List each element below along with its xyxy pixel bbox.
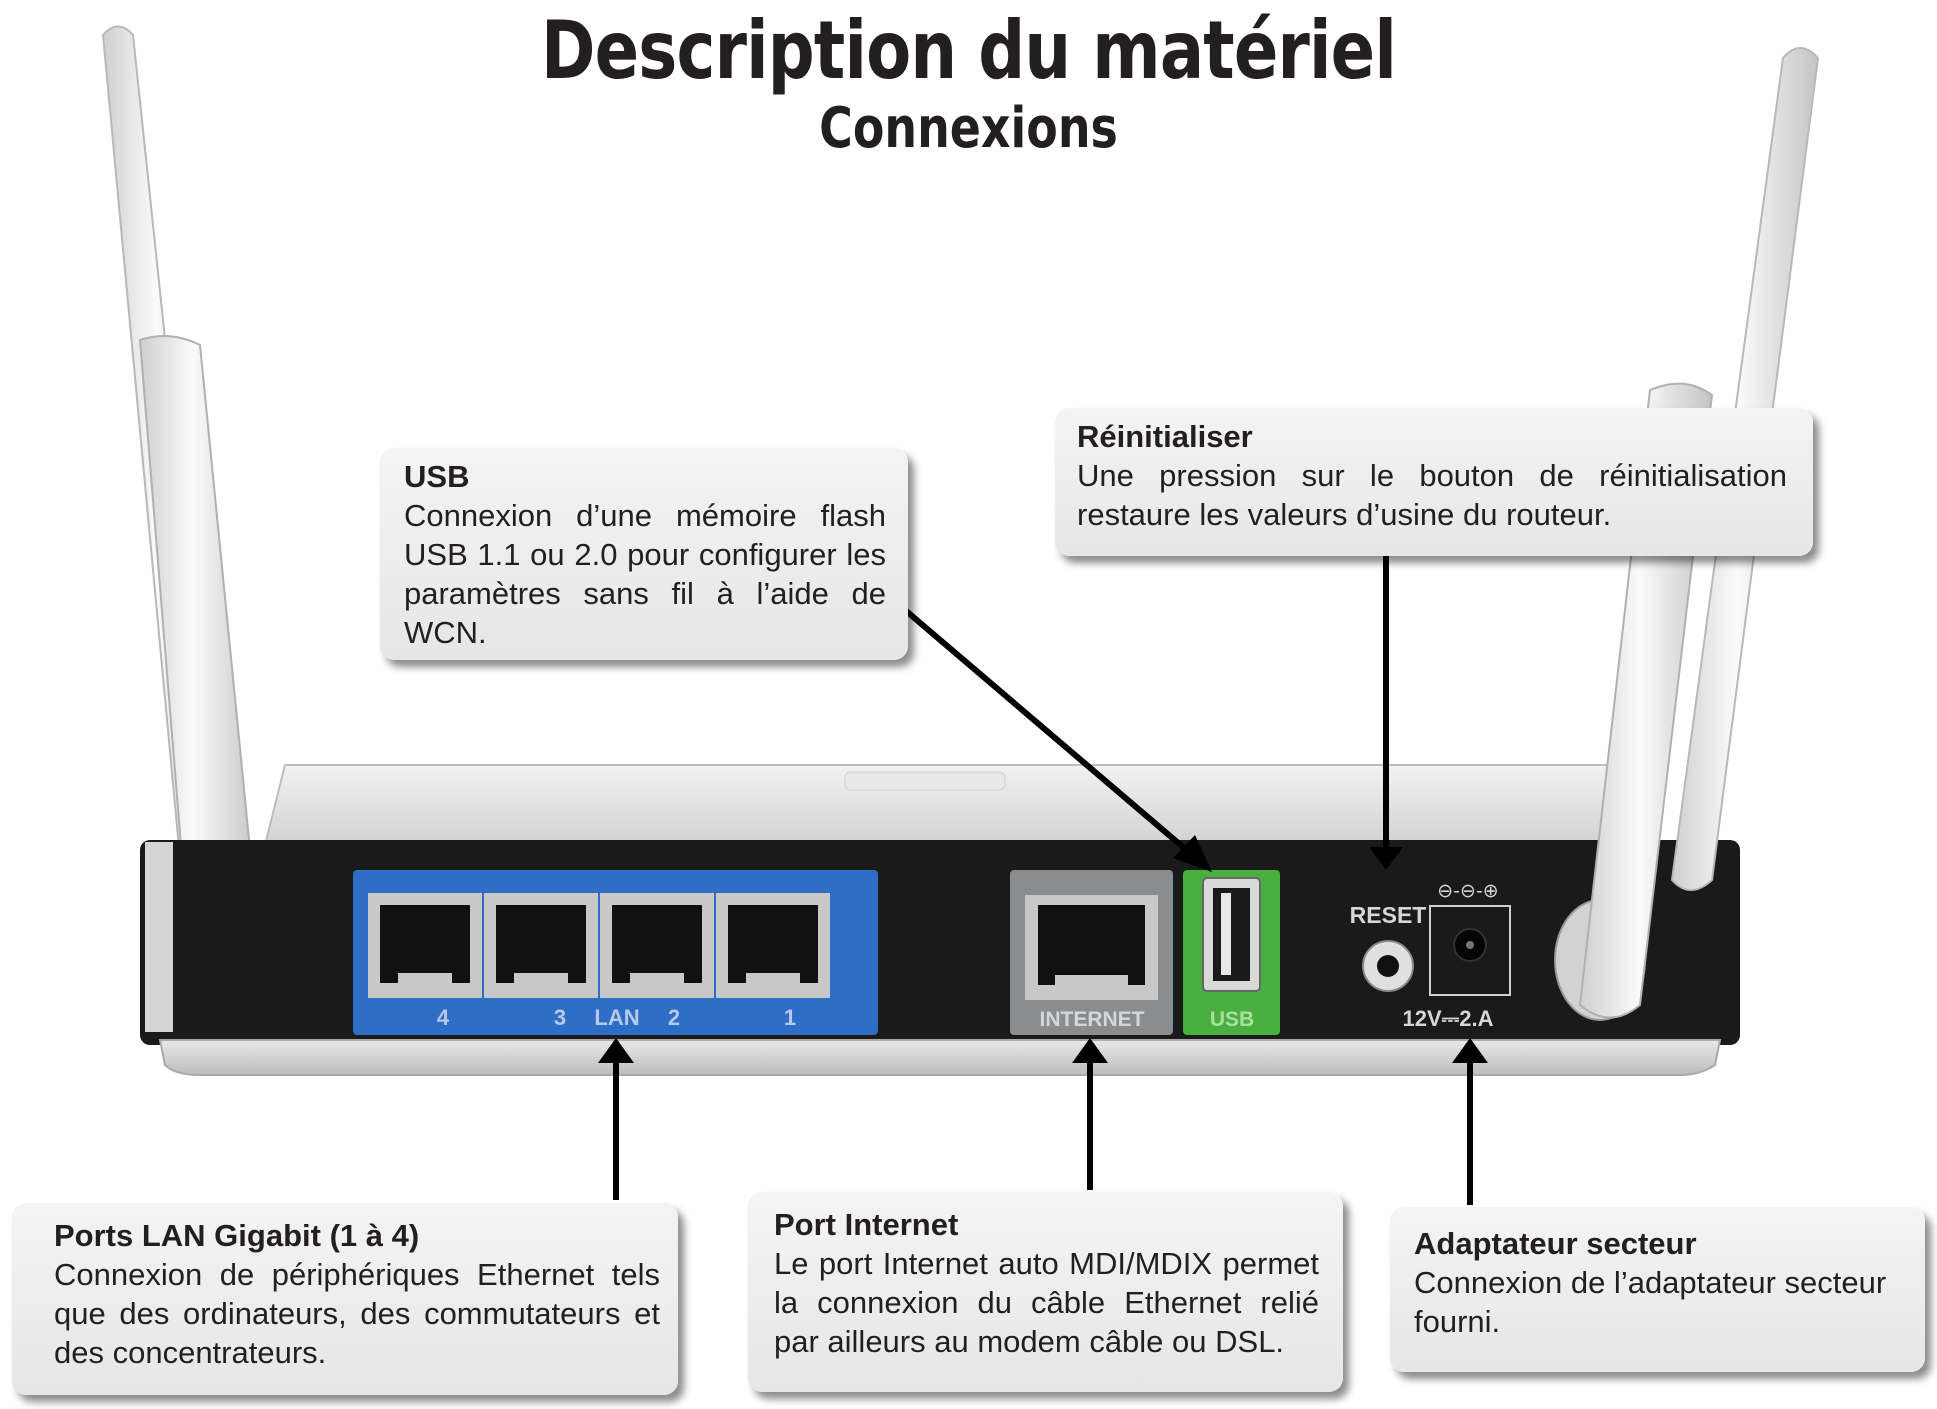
power-callout: Adaptateur secteur Connexion de l’adapta… xyxy=(1390,1207,1925,1372)
lan-port-label-1: 1 xyxy=(784,1005,796,1030)
chassis-base xyxy=(158,1039,1722,1076)
lan-port-label-4: 4 xyxy=(437,1005,450,1030)
arrowheads xyxy=(598,835,1488,1063)
lan-callout-title: Ports LAN Gigabit (1 à 4) xyxy=(54,1218,420,1253)
internet-panel xyxy=(1010,870,1173,1035)
usb-port-label: USB xyxy=(1210,1008,1254,1031)
power-rating-label: 12V⎓2.A xyxy=(1403,1006,1494,1031)
lan-callout-text: Connexion de périphériques Ethernet tels… xyxy=(54,1257,660,1370)
reset-callout-text: Une pression sur le bouton de réinitiali… xyxy=(1077,458,1787,532)
lan-callout: Ports LAN Gigabit (1 à 4) Connexion de p… xyxy=(12,1203,678,1395)
reset-button xyxy=(1362,940,1414,992)
lan-port-3 xyxy=(484,893,598,998)
lan-label: LAN xyxy=(594,1005,639,1030)
lan-port-label-2: 2 xyxy=(668,1005,680,1030)
usb-callout: USB Connexion d’une mémoire flash USB 1.… xyxy=(380,448,908,660)
page-subtitle: Connexions xyxy=(819,96,1118,161)
page-title: Description du matériel xyxy=(540,4,1397,97)
lan-port-label-3: 3 xyxy=(554,1005,566,1030)
usb-callout-text: Connexion d’une mémoire flash USB 1.1 ou… xyxy=(404,498,886,650)
internet-callout-title: Port Internet xyxy=(774,1207,959,1242)
lan-panel xyxy=(353,870,878,1035)
internet-callout-text: Le port Internet auto MDI/MDIX permet la… xyxy=(774,1246,1319,1359)
reset-callout: Réinitialiser Une pression sur le bouton… xyxy=(1055,408,1813,556)
internet-port-label: INTERNET xyxy=(1040,1008,1145,1031)
usb-panel xyxy=(1183,870,1280,1035)
internet-callout: Port Internet Le port Internet auto MDI/… xyxy=(748,1192,1343,1392)
reset-callout-title: Réinitialiser xyxy=(1077,419,1253,454)
power-jack xyxy=(1429,905,1511,996)
lan-port-2 xyxy=(600,893,714,998)
lan-port-4 xyxy=(368,893,482,998)
polarity-symbol: ⊖-⊖-⊕ xyxy=(1437,880,1498,902)
power-callout-title: Adaptateur secteur xyxy=(1414,1226,1697,1261)
leader-lines xyxy=(613,555,1473,1205)
usb-arrow xyxy=(903,607,1192,856)
lan-port-1 xyxy=(716,893,830,998)
usb-callout-title: USB xyxy=(404,459,470,494)
reset-label: RESET xyxy=(1350,902,1427,928)
power-callout-text: Connexion de l’adaptateur secteur fourni… xyxy=(1414,1265,1887,1339)
